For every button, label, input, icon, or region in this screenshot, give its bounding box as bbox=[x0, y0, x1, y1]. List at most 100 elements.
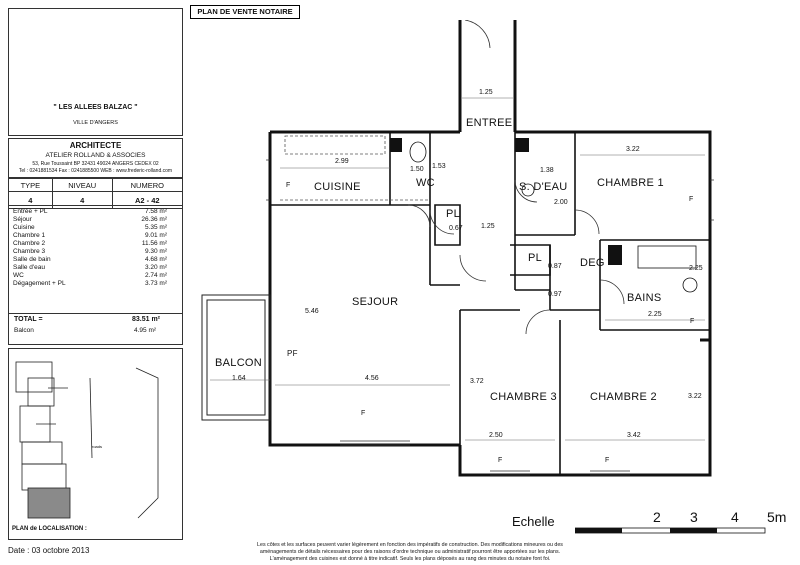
title-box: PLAN DE VENTE NOTAIRE bbox=[190, 5, 300, 19]
localisation-map: roads bbox=[15, 361, 159, 519]
floor-plan bbox=[201, 20, 714, 477]
room-cuisine: CUISINE bbox=[314, 181, 361, 193]
surface-room: Chambre 3 bbox=[13, 247, 46, 255]
architect-firm: ATELIER ROLLAND & ASSOCIES bbox=[45, 152, 146, 159]
room-pf: PF bbox=[287, 349, 298, 358]
unit-header-niveau: NIVEAU bbox=[51, 178, 113, 192]
disclaimer-line-2: aménagements de détails nécessaires pour… bbox=[259, 549, 561, 555]
window-f-cuisine: F bbox=[286, 182, 291, 189]
surface-room: Chambre 1 bbox=[13, 231, 46, 239]
dim-sejour-depth: 5.46 bbox=[305, 308, 319, 315]
surface-row: Entrée + PL 7.58 m² bbox=[10, 207, 170, 215]
image-placeholder-box bbox=[8, 8, 183, 136]
dim-bains-width: 2.25 bbox=[648, 311, 662, 318]
room-pl-2: PL bbox=[528, 252, 543, 264]
dim-sejour-width: 4.56 bbox=[365, 375, 379, 382]
surface-room: Salle de bain bbox=[13, 255, 51, 263]
scale-tick-2: 2 bbox=[653, 509, 661, 525]
unit-value-numero: A2 - 42 bbox=[111, 191, 184, 209]
dim-sdeau-depth: 2.00 bbox=[554, 199, 568, 206]
surface-area: 3.73 m² bbox=[144, 279, 167, 287]
surface-room: Salle d'eau bbox=[13, 263, 45, 271]
svg-text:roads: roads bbox=[92, 444, 102, 449]
scale-tick-3: 3 bbox=[690, 509, 698, 525]
surface-row: Cuisine 5.35 m² bbox=[10, 223, 170, 231]
dim-chambre1-width: 3.22 bbox=[626, 146, 640, 153]
surface-room: Séjour bbox=[13, 215, 32, 223]
localisation-box bbox=[8, 348, 183, 540]
unit-header-type: TYPE bbox=[8, 178, 53, 192]
plan-date: Date : 03 octobre 2013 bbox=[8, 546, 90, 555]
architect-heading: ARCHITECTE bbox=[69, 141, 122, 150]
architect-address: 53, Rue Toussaint BP 32431 49024 ANGERS … bbox=[32, 161, 159, 167]
surface-room: Dégagement + PL bbox=[13, 279, 66, 287]
surface-row: WC 2.74 m² bbox=[10, 271, 170, 279]
surface-area: 3.20 m² bbox=[144, 263, 167, 271]
surface-room: Cuisine bbox=[13, 223, 35, 231]
scale-tick-4: 4 bbox=[731, 509, 739, 525]
unit-header-numero: NUMERO bbox=[111, 178, 184, 192]
total-area: 83.51 m² bbox=[132, 316, 161, 323]
plan-title: PLAN DE VENTE NOTAIRE bbox=[197, 7, 293, 16]
surface-area: 2.74 m² bbox=[144, 271, 167, 279]
surface-area: 4.68 m² bbox=[144, 255, 167, 263]
room-sdeau: S. D'EAU bbox=[519, 181, 568, 193]
scale-tick-5m: 5m bbox=[767, 509, 787, 525]
room-entree: ENTREE bbox=[466, 117, 513, 129]
window-f-chambre2: F bbox=[605, 457, 610, 464]
dim-balcon-width: 1.64 bbox=[232, 375, 246, 382]
surface-area: 9.01 m² bbox=[144, 231, 167, 239]
surfaces-divider bbox=[8, 313, 183, 314]
window-f-chambre1: F bbox=[689, 196, 694, 203]
dim-chambre3-width: 2.50 bbox=[489, 432, 503, 439]
surface-area: 7.58 m² bbox=[144, 207, 167, 215]
room-pl-1: PL bbox=[446, 208, 461, 220]
total-label: TOTAL = bbox=[14, 316, 43, 323]
dim-cuisine-width: 2.99 bbox=[335, 158, 349, 165]
architect-contact: Tel : 0241881534 Fax : 0241885500 WEB : … bbox=[18, 168, 173, 174]
dim-chambre2-depth: 3.22 bbox=[688, 393, 702, 400]
room-bains: BAINS bbox=[627, 292, 662, 304]
surface-area: 11.56 m² bbox=[141, 239, 167, 247]
surface-room: WC bbox=[13, 271, 24, 279]
window-f-sejour: F bbox=[361, 410, 366, 417]
surface-row: Salle d'eau 3.20 m² bbox=[10, 263, 170, 271]
scale-label: Echelle bbox=[512, 514, 555, 529]
dim-bains-depth: 2.25 bbox=[689, 265, 703, 272]
room-chambre3: CHAMBRE 3 bbox=[490, 391, 557, 403]
surfaces-box bbox=[8, 205, 183, 345]
balcon-area: 4.95 m² bbox=[134, 327, 157, 334]
dim-pl-width: 0.67 bbox=[449, 225, 463, 232]
window-f-chambre3: F bbox=[498, 457, 503, 464]
disclaimer-line-3: L'aménagement des cuisines est donné à t… bbox=[269, 556, 551, 562]
disclaimer-line-1: Les côtes et les surfaces peuvent varier… bbox=[257, 542, 563, 548]
dim-corridor-width: 1.25 bbox=[481, 223, 495, 230]
window-f-bains: F bbox=[690, 318, 695, 325]
surface-area: 9.30 m² bbox=[144, 247, 167, 255]
dim-deg-width: 0.97 bbox=[548, 291, 562, 298]
dim-chambre2-width: 3.42 bbox=[627, 432, 641, 439]
room-sejour: SEJOUR bbox=[352, 296, 399, 308]
surface-area: 5.35 m² bbox=[144, 223, 167, 231]
surface-row: Séjour 26.36 m² bbox=[10, 215, 170, 223]
surface-area: 26.36 m² bbox=[141, 215, 167, 223]
room-chambre1: CHAMBRE 1 bbox=[597, 177, 664, 189]
dim-chambre3-depth: 3.72 bbox=[470, 378, 484, 385]
room-balcon: BALCON bbox=[215, 357, 263, 369]
dim-wc-depth: 1.53 bbox=[432, 163, 446, 170]
dim-wc-width: 1.50 bbox=[410, 166, 424, 173]
room-wc: WC bbox=[416, 177, 435, 189]
balcon-label: Balcon bbox=[14, 327, 34, 334]
surface-row: Salle de bain 4.68 m² bbox=[10, 255, 170, 263]
scale-bar bbox=[575, 527, 766, 534]
project-city: VILLE D'ANGERS bbox=[73, 120, 118, 126]
room-chambre2: CHAMBRE 2 bbox=[590, 391, 657, 403]
surfaces-table: Entrée + PL 7.58 m² Séjour 26.36 m² Cuisine 5… bbox=[10, 207, 170, 287]
project-name: " LES ALLEES BALZAC " bbox=[53, 104, 138, 111]
architect-box bbox=[8, 138, 183, 178]
dim-sdeau-width: 1.38 bbox=[540, 167, 554, 174]
surface-room: Entrée + PL bbox=[13, 207, 48, 215]
dim-deg-depth: 0.87 bbox=[548, 263, 562, 270]
unit-table: TYPE NIVEAU NUMERO 4 4 A2 - 42 bbox=[8, 178, 184, 209]
